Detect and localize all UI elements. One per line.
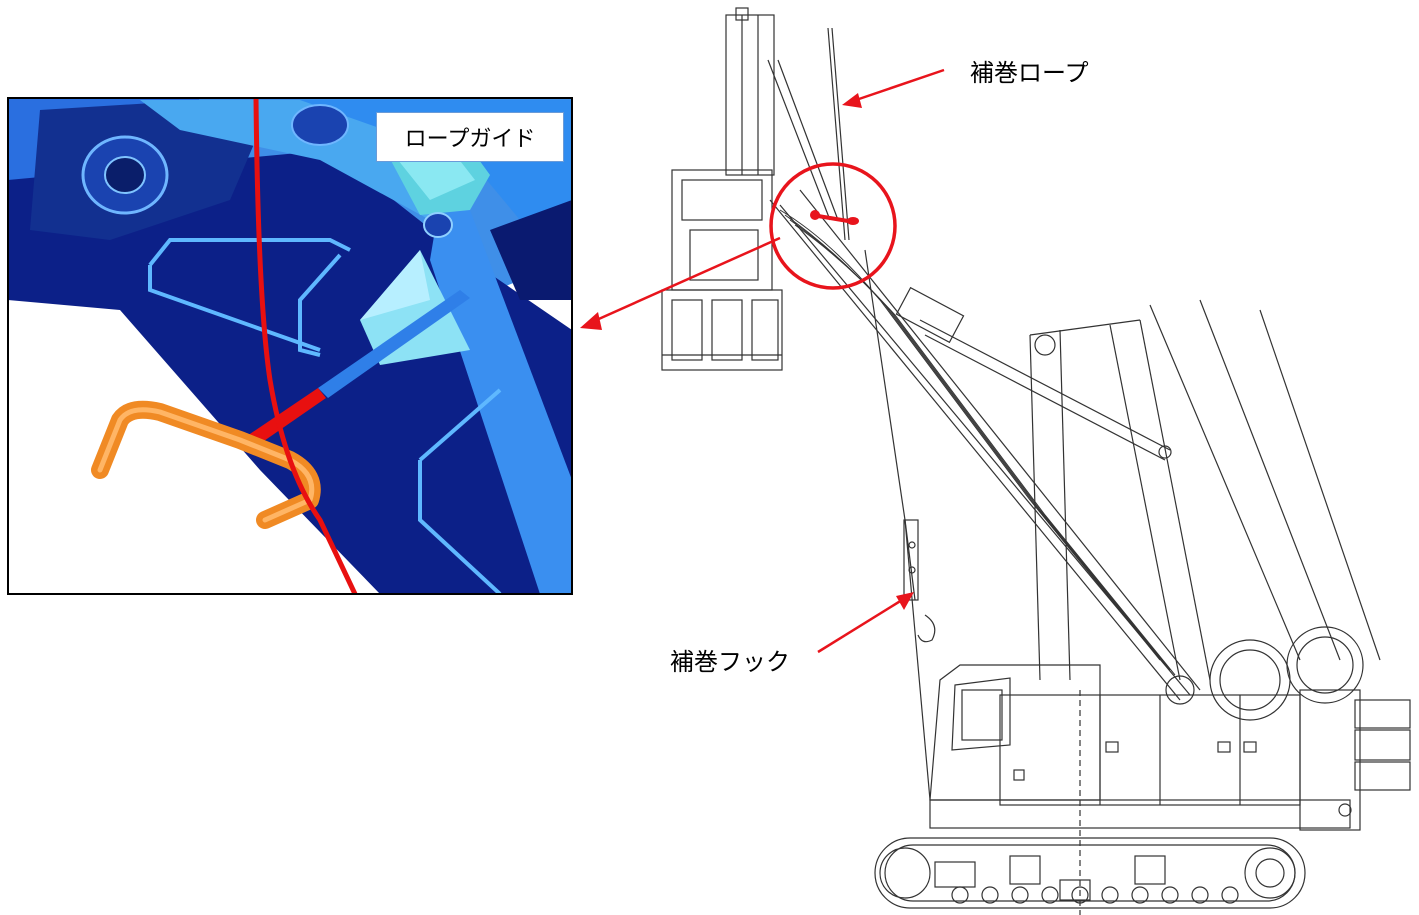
- hoist-hook-arrow: [817, 598, 903, 654]
- crane-line-drawing: [661, 7, 1411, 915]
- rope-guide-label: ロープガイド: [376, 112, 564, 162]
- hoist-hook-label: 補巻フック: [670, 648, 790, 676]
- callout-graphics: [580, 68, 945, 654]
- hoist-rope-arrow: [855, 68, 945, 102]
- inset-leader-arrow: [591, 236, 781, 324]
- rope-guide-highlight-circle: [769, 162, 897, 290]
- hoist-rope-label: 補巻ロープ: [970, 59, 1089, 87]
- rope-guide-detail-inset: [7, 97, 573, 595]
